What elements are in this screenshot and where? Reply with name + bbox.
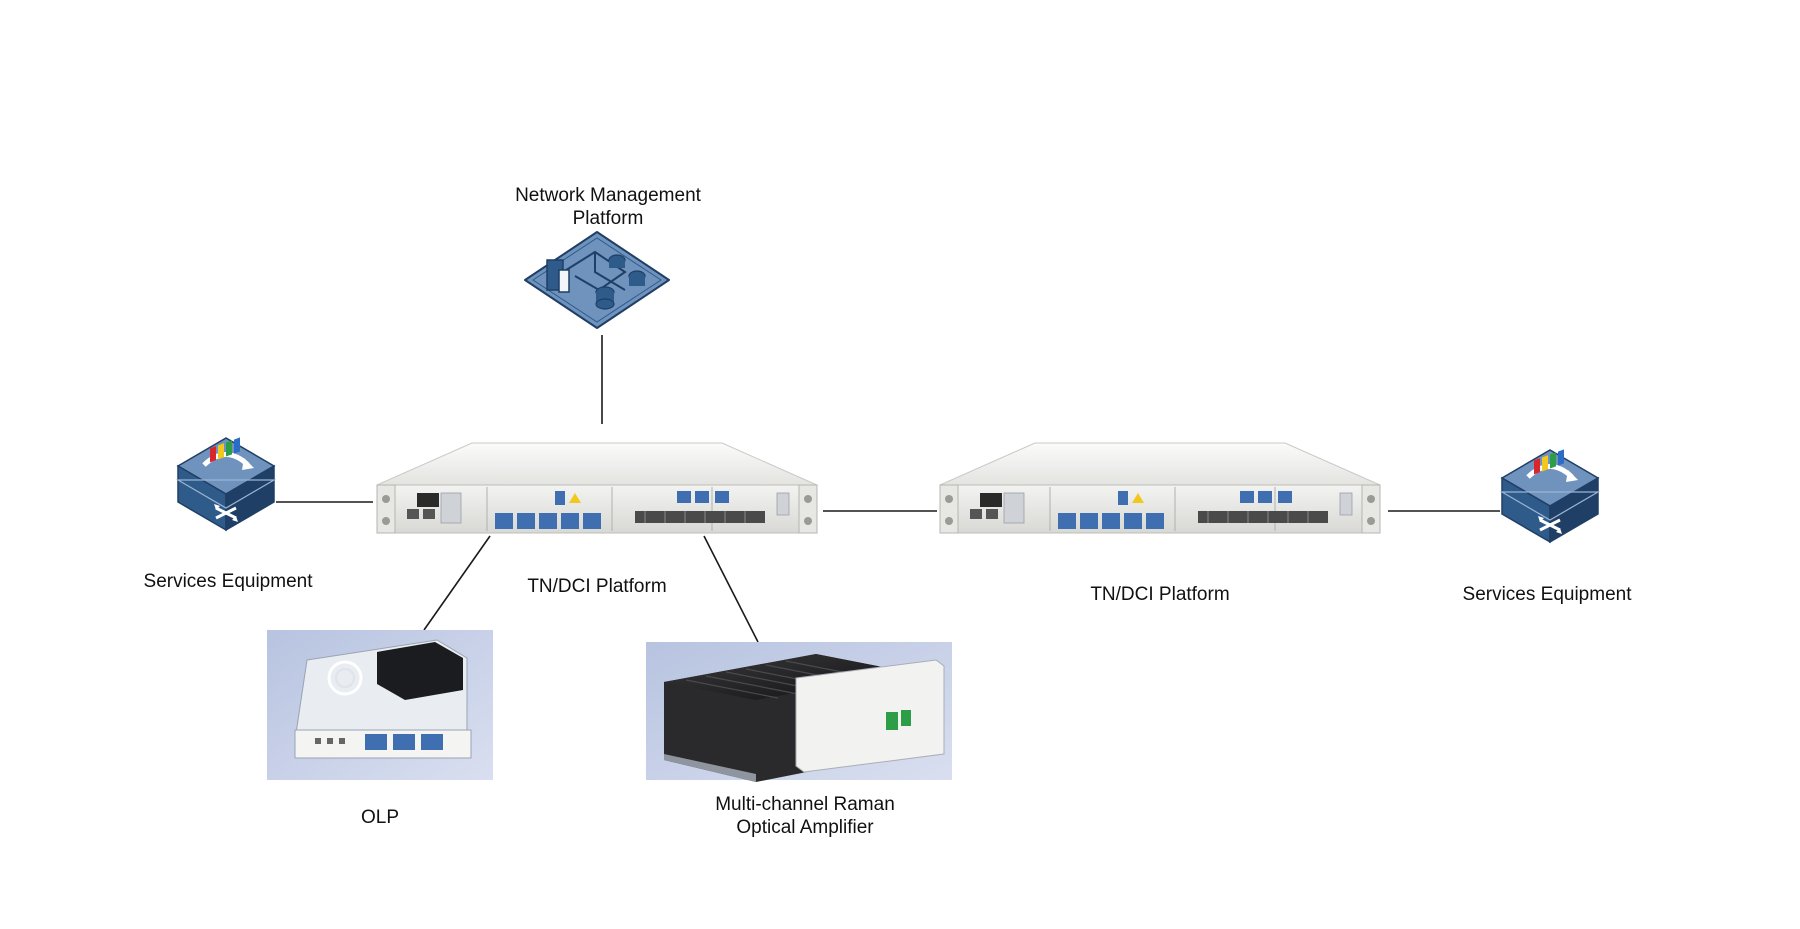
network-management-icon (524, 231, 670, 329)
tn-dci-chassis-right (939, 442, 1381, 534)
olp-label: OLP (360, 807, 400, 828)
services-equipment-left-label: Services Equipment (143, 571, 313, 592)
tn-dci-platform-right-label: TN/DCI Platform (1090, 584, 1230, 605)
connector-lines (276, 335, 1500, 643)
raman-amplifier-module (646, 642, 952, 782)
platform-left-to-raman-connector (703, 535, 759, 643)
olp-module (267, 630, 493, 780)
tn-dci-chassis-left (376, 442, 818, 534)
nms-label: Network Management Platform (515, 185, 701, 229)
raman-amplifier-label: Multi-channel Raman Optical Amplifier (715, 794, 895, 838)
services-switch-icon-left (178, 437, 274, 530)
services-switch-icon-right (1502, 449, 1598, 542)
tn-dci-platform-left-label: TN/DCI Platform (527, 576, 667, 597)
services-equipment-right-label: Services Equipment (1462, 584, 1632, 605)
platform-left-to-olp-connector (423, 535, 491, 631)
